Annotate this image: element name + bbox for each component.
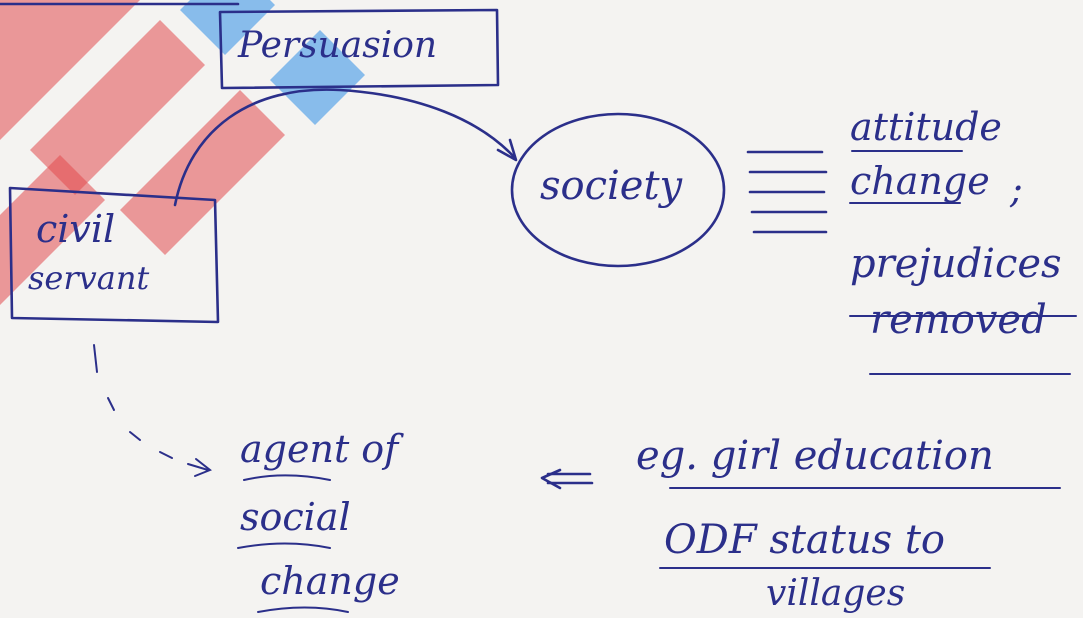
society-label: society <box>540 163 683 209</box>
implies-arrow <box>540 468 594 490</box>
example-girl-education: eg. girl education <box>636 433 994 479</box>
civil-servant-box <box>8 186 220 324</box>
outcome-separator: ; <box>1010 167 1023 211</box>
outcome-underlines <box>849 150 1077 375</box>
equivalence-lines <box>746 150 828 234</box>
dashed-arrow <box>93 344 212 477</box>
outcome-attitude: attitude <box>850 105 1002 149</box>
outcome-change: change <box>850 159 990 203</box>
civil-servant-line1: civil <box>36 207 116 251</box>
outcome-removed: removed <box>870 297 1047 343</box>
outcome-prejudices: prejudices <box>850 241 1062 287</box>
persuasion-label: Persuasion <box>238 25 438 66</box>
agent-line2: social <box>240 495 351 539</box>
example-villages: villages <box>766 573 906 614</box>
society-ellipse <box>510 112 726 268</box>
curved-arrow <box>173 88 517 207</box>
agent-line3: change <box>260 559 400 603</box>
example-underlines <box>659 487 1061 569</box>
agent-underlines <box>237 474 349 613</box>
persuasion-box <box>218 8 500 90</box>
agent-line1: agent of <box>240 427 399 471</box>
civil-servant-line2: servant <box>28 259 150 297</box>
example-odf-status: ODF status to <box>664 517 946 563</box>
curved-arrow-head <box>496 138 518 162</box>
